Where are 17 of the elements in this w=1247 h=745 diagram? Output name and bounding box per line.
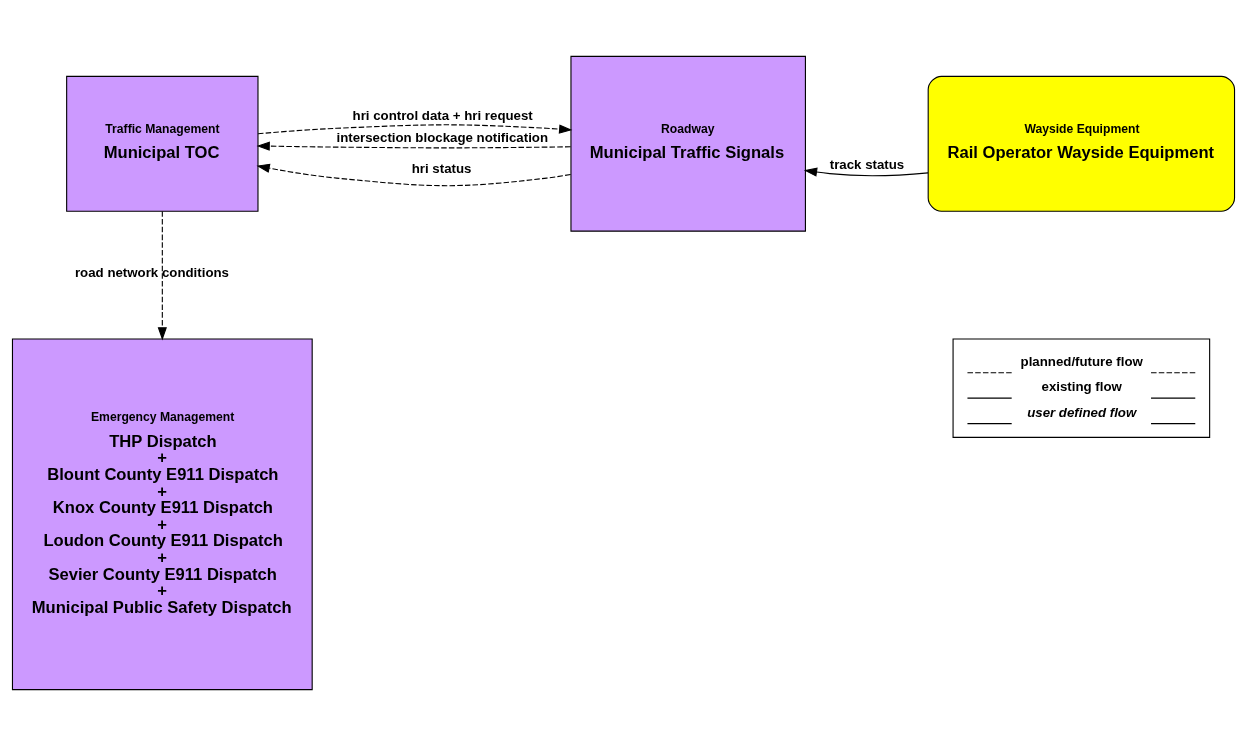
arrow xyxy=(256,141,572,151)
arrow xyxy=(803,167,929,177)
edge-label: hri control data + hri request xyxy=(352,107,533,123)
node-box: Wayside Equipment Rail Operator Wayside Equipment xyxy=(927,75,1236,212)
legend-label: user defined flow xyxy=(1027,404,1137,420)
legend-label: existing flow xyxy=(1041,378,1122,394)
node-box: Traffic Management Municipal TOC xyxy=(66,75,259,212)
edge-label: intersection blockage notification xyxy=(336,129,549,145)
node-box: Roadway Municipal Traffic Signals xyxy=(570,55,806,232)
legend-label: planned/future flow xyxy=(1020,353,1143,369)
arrow xyxy=(257,123,573,134)
arrow xyxy=(157,210,167,340)
arrow xyxy=(256,163,572,186)
edge-label: track status xyxy=(829,156,905,172)
edge-label: road network conditions xyxy=(74,264,229,280)
node-box: Emergency Management THP Dispatch + Blount County E911 Dispatch + Knox County E911 Dispatch + Loudon County E911 Dispatch + Sevier County E911 Dispatch + Municipal Public Safety Dispatch xyxy=(11,337,313,690)
edge-label: hri status xyxy=(411,160,472,176)
